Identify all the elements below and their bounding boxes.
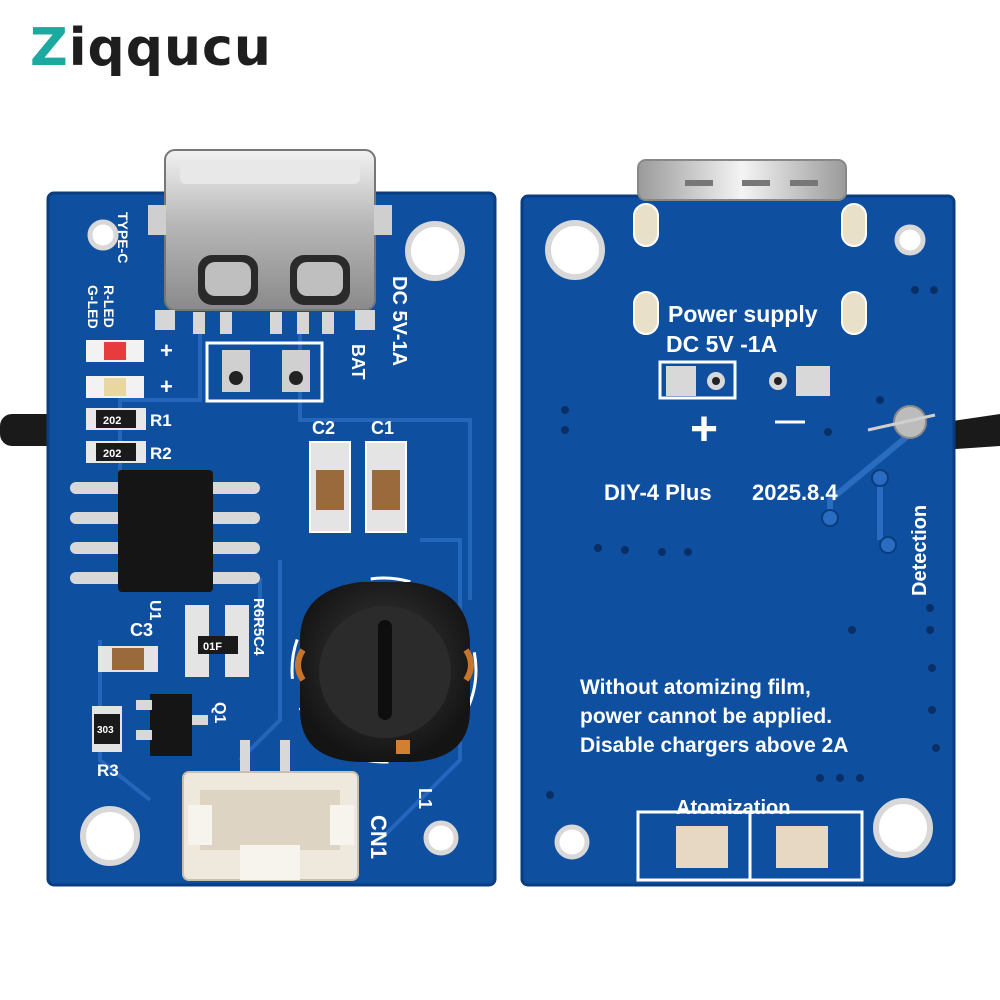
label-r-code: 01F — [203, 641, 222, 653]
label-r6r5c4: R6R5C4 — [250, 598, 267, 656]
label-atomization: Atomization — [676, 797, 790, 819]
warning-line-1: Without atomizing film, — [580, 676, 811, 699]
label-led-g: G-LED — [85, 285, 101, 329]
inductor-coil — [290, 576, 478, 764]
ic-chip — [70, 470, 260, 592]
label-l1: L1 — [415, 788, 435, 809]
label-bat: BAT — [348, 344, 368, 380]
label-dc-rating-back: DC 5V -1A — [666, 331, 777, 357]
label-cn1: CN1 — [366, 815, 391, 859]
warning-line-3: Disable chargers above 2A — [580, 734, 848, 757]
label-type-c: TYPE-C — [115, 212, 131, 263]
brand-logo-initial: Z — [30, 18, 69, 78]
label-model: DIY-4 Plus — [604, 480, 712, 505]
label-c2: C2 — [312, 418, 335, 438]
cn1-connector — [182, 740, 359, 881]
usb-c-connector — [148, 149, 392, 334]
label-plus-2: + — [160, 374, 173, 399]
label-plus-back: + — [690, 403, 718, 456]
brand-logo: Ziqqucu — [30, 18, 272, 78]
label-r3: R3 — [97, 761, 119, 780]
label-r1: R1 — [150, 411, 172, 430]
label-plus-1: + — [160, 338, 173, 363]
label-r1-code: 202 — [103, 415, 121, 427]
label-dc-rating: DC 5V-1A — [388, 276, 410, 366]
label-date: 2025.8.4 — [752, 480, 838, 505]
brand-logo-rest: iqqucu — [68, 18, 272, 78]
label-c3: C3 — [130, 620, 153, 640]
label-c1: C1 — [371, 418, 394, 438]
label-power-supply: Power supply — [668, 301, 818, 327]
label-q1: Q1 — [211, 702, 228, 723]
label-r2-code: 202 — [103, 448, 121, 460]
label-detection: Detection — [909, 505, 931, 596]
label-r2: R2 — [150, 444, 172, 463]
label-led-r: R-LED — [101, 285, 117, 328]
warning-line-2: power cannot be applied. — [580, 705, 832, 728]
back-board: Power supply DC 5V -1A + — DIY-4 Plus 20… — [520, 159, 956, 887]
label-minus-back: — — [775, 404, 805, 437]
front-board: TYPE-C DC 5V-1A BAT C2 C1 G-LED R-LED + … — [46, 149, 497, 887]
label-r3-code: 303 — [97, 725, 114, 736]
label-u1: U1 — [146, 600, 163, 621]
